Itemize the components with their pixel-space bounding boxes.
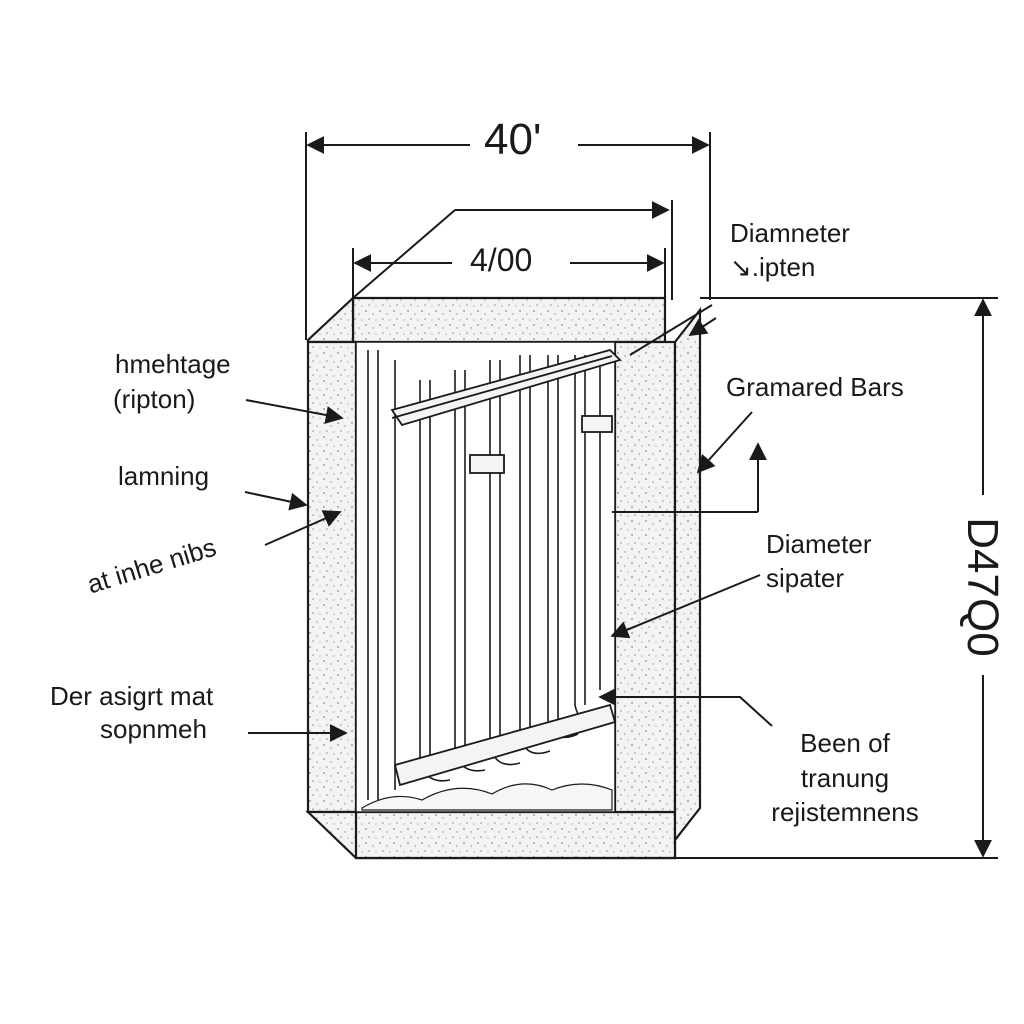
dimension-inner-value: 4/00 xyxy=(470,242,533,278)
leader-arrows xyxy=(244,304,773,742)
label-der-asigrt-1: Der аsigrt mat xyxy=(50,681,214,711)
rubble-floor xyxy=(361,783,613,811)
label-been-2: tranung xyxy=(800,763,890,793)
label-der-asigrt-2: sopnmeh xyxy=(100,714,207,744)
dimension-right xyxy=(675,297,998,859)
label-diameter-top-2: ↘.ipten xyxy=(730,252,816,282)
dimension-inner xyxy=(352,200,673,300)
label-been-3: rejistemnens xyxy=(771,797,919,827)
label-hmehtage-2: (ripton) xyxy=(113,384,196,414)
top-beam xyxy=(390,348,622,474)
label-diameter-sipater-2: sipater xyxy=(766,563,845,593)
dimension-side-value: D47Q0 xyxy=(958,517,1007,657)
label-hmehtage-1: hmehtage xyxy=(115,349,231,379)
label-diameter-top-1: Diamneter xyxy=(730,218,850,248)
concrete-box xyxy=(305,295,702,860)
bottom-beam xyxy=(393,703,617,787)
label-been-1: Been of xyxy=(800,728,890,758)
label-lamning: lamning xyxy=(118,461,210,491)
label-diameter-sipater-1: Diameter xyxy=(766,529,872,559)
dimension-top xyxy=(305,132,711,340)
vertical-rebars xyxy=(367,350,601,800)
dimension-top-value: 40' xyxy=(484,115,542,164)
label-gramared-bars: Gramared Bars xyxy=(726,372,904,402)
